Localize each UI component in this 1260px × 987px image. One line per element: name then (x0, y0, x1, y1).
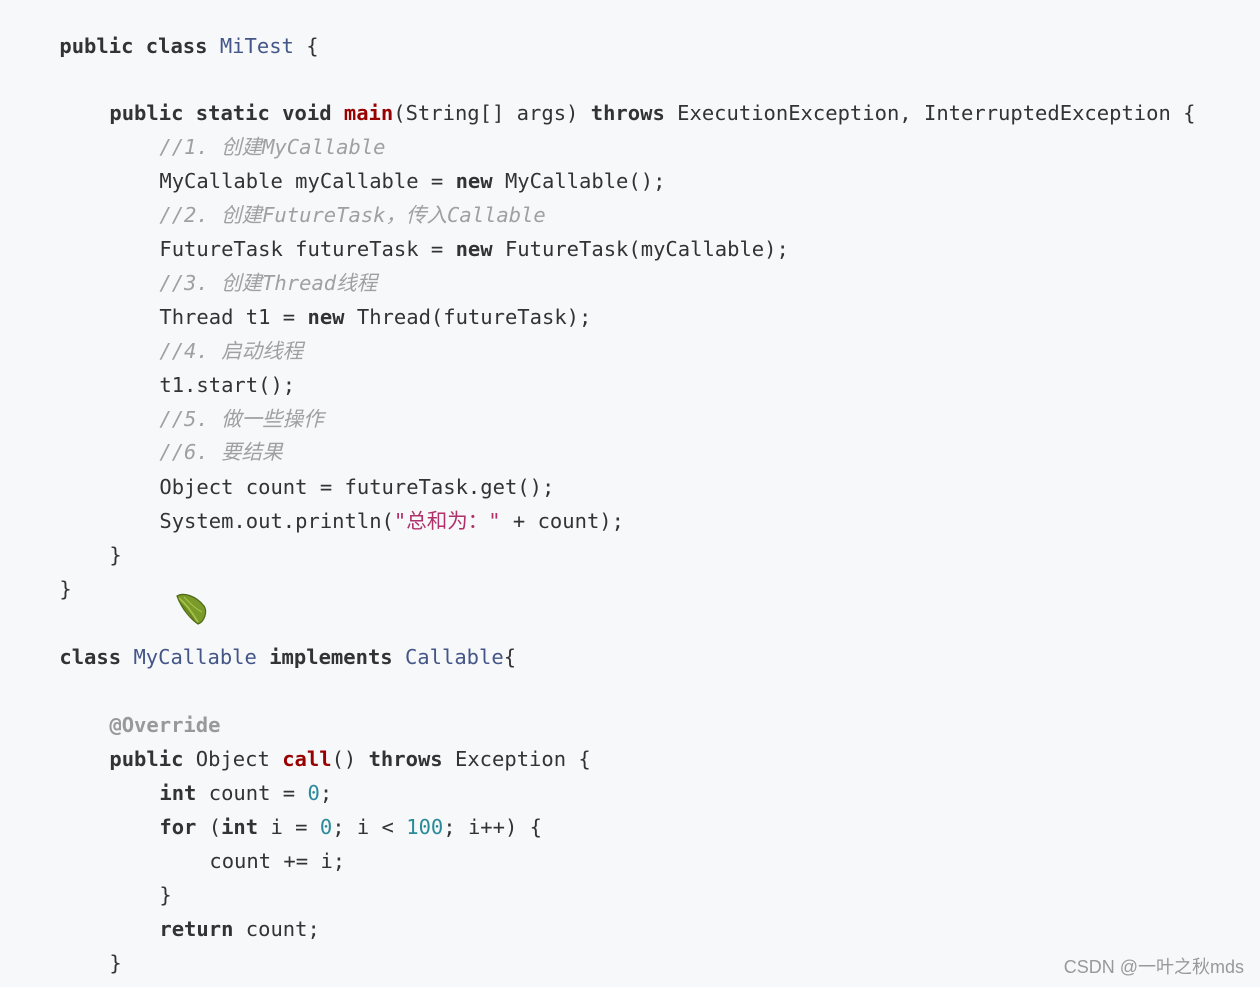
code-line: Thread t1 = new Thread(futureTask); (110, 266, 591, 329)
code-text: count += i; (209, 849, 346, 873)
code-text: count; (233, 917, 320, 941)
code-text: t1.start(); (159, 373, 296, 397)
code-text: FutureTask futureTask = (159, 237, 456, 261)
keyword: throws (590, 101, 665, 125)
code-text: FutureTask(myCallable); (492, 237, 789, 261)
closing-brace: } (59, 577, 72, 601)
code-line: public static void main(String[] args) t… (60, 62, 1195, 125)
keyword: new (307, 305, 345, 329)
code-line: } (110, 844, 171, 907)
code-text: (String[] args) (393, 101, 591, 125)
class-name: MiTest (219, 34, 294, 58)
code-line: FutureTask futureTask = new FutureTask(m… (110, 198, 788, 261)
code-text: MyCallable myCallable = (159, 169, 456, 193)
code-text: ; (319, 781, 333, 805)
code-line: //2. 创建FutureTask，传入Callable (110, 164, 545, 227)
code-text: count = (196, 781, 308, 805)
class-name: MyCallable (133, 645, 257, 669)
keyword: class (59, 645, 134, 669)
code-line: return count; (110, 878, 319, 941)
function-name: call (282, 747, 332, 771)
code-text: Thread(futureTask); (344, 305, 592, 329)
code-line: t1.start(); (110, 334, 295, 397)
closing-brace: } (159, 883, 172, 907)
code-line: public Object call() throws Exception { (60, 708, 590, 771)
keyword: public (109, 747, 184, 771)
code-line: //1. 创建MyCallable (110, 96, 385, 159)
code-line: } (10, 538, 71, 601)
keyword: new (455, 169, 493, 193)
closing-brace: } (109, 951, 122, 975)
keyword: return (159, 917, 234, 941)
code-text: System.out.println( (159, 509, 394, 533)
code-line: System.out.println("总和为：" + count); (110, 470, 624, 533)
code-text: Object count = futureTask.get(); (159, 475, 555, 499)
keyword: implements (256, 645, 405, 669)
code-line: //6. 要结果 (110, 401, 282, 464)
code-line: int count = 0; (110, 742, 332, 805)
code-text: ; i++) { (443, 815, 543, 839)
code-line: for (int i = 0; i < 100; i++) { (110, 776, 542, 839)
code-text: + count); (500, 509, 624, 533)
watermark: CSDN @一叶之秋mds (1063, 957, 1244, 977)
code-line: MyCallable myCallable = new MyCallable()… (110, 130, 665, 193)
number-literal: 100 (406, 815, 444, 839)
code-line: //5. 做一些操作 (110, 368, 323, 431)
code-text: Object (183, 747, 283, 771)
code-text: Exception { (442, 747, 591, 771)
comment: //1. 创建MyCallable (159, 135, 386, 159)
comment: //6. 要结果 (159, 440, 283, 464)
code-line: } (60, 912, 121, 975)
keyword: throws (368, 747, 443, 771)
keyword: int (221, 815, 259, 839)
code-line: } (60, 504, 121, 567)
code-line: Object count = futureTask.get(); (110, 436, 554, 499)
closing-brace: } (109, 543, 122, 567)
code-line: public class MiTest { (10, 0, 318, 58)
code-text: { (503, 645, 517, 669)
comment: //4. 启动线程 (159, 339, 304, 363)
annotation: @Override (109, 713, 221, 737)
code-line: class MyCallable implements Callable{ (10, 606, 516, 669)
function-name: main (343, 101, 394, 125)
code-text: ( (196, 815, 222, 839)
class-name: Callable (404, 645, 504, 669)
number-literal: 0 (319, 815, 333, 839)
code-text: ; i < (332, 815, 407, 839)
comment: //3. 创建Thread线程 (159, 271, 378, 295)
code-line: @Override (60, 674, 220, 737)
code-line: } (10, 946, 71, 987)
keyword: for (159, 815, 197, 839)
code-line: //4. 启动线程 (110, 300, 303, 363)
keyword: public static void (109, 101, 344, 125)
code-text: MyCallable(); (492, 169, 666, 193)
comment: //5. 做一些操作 (159, 407, 324, 431)
code-line: count += i; (160, 810, 345, 873)
string-literal: "总和为：" (393, 509, 501, 533)
number-literal: 0 (307, 781, 320, 805)
closing-brace: } (59, 985, 71, 987)
keyword: int (159, 781, 197, 805)
keyword: new (455, 237, 493, 261)
code-text: Thread t1 = (159, 305, 308, 329)
comment: //2. 创建FutureTask，传入Callable (159, 203, 546, 227)
code-text: i = (258, 815, 320, 839)
code-text: ExecutionException, InterruptedException… (664, 101, 1196, 125)
code-text: { (293, 34, 319, 58)
keyword: public class (59, 34, 220, 58)
code-text: () (331, 747, 369, 771)
leaf-cursor-icon (174, 592, 208, 626)
code-line: //3. 创建Thread线程 (110, 232, 377, 295)
